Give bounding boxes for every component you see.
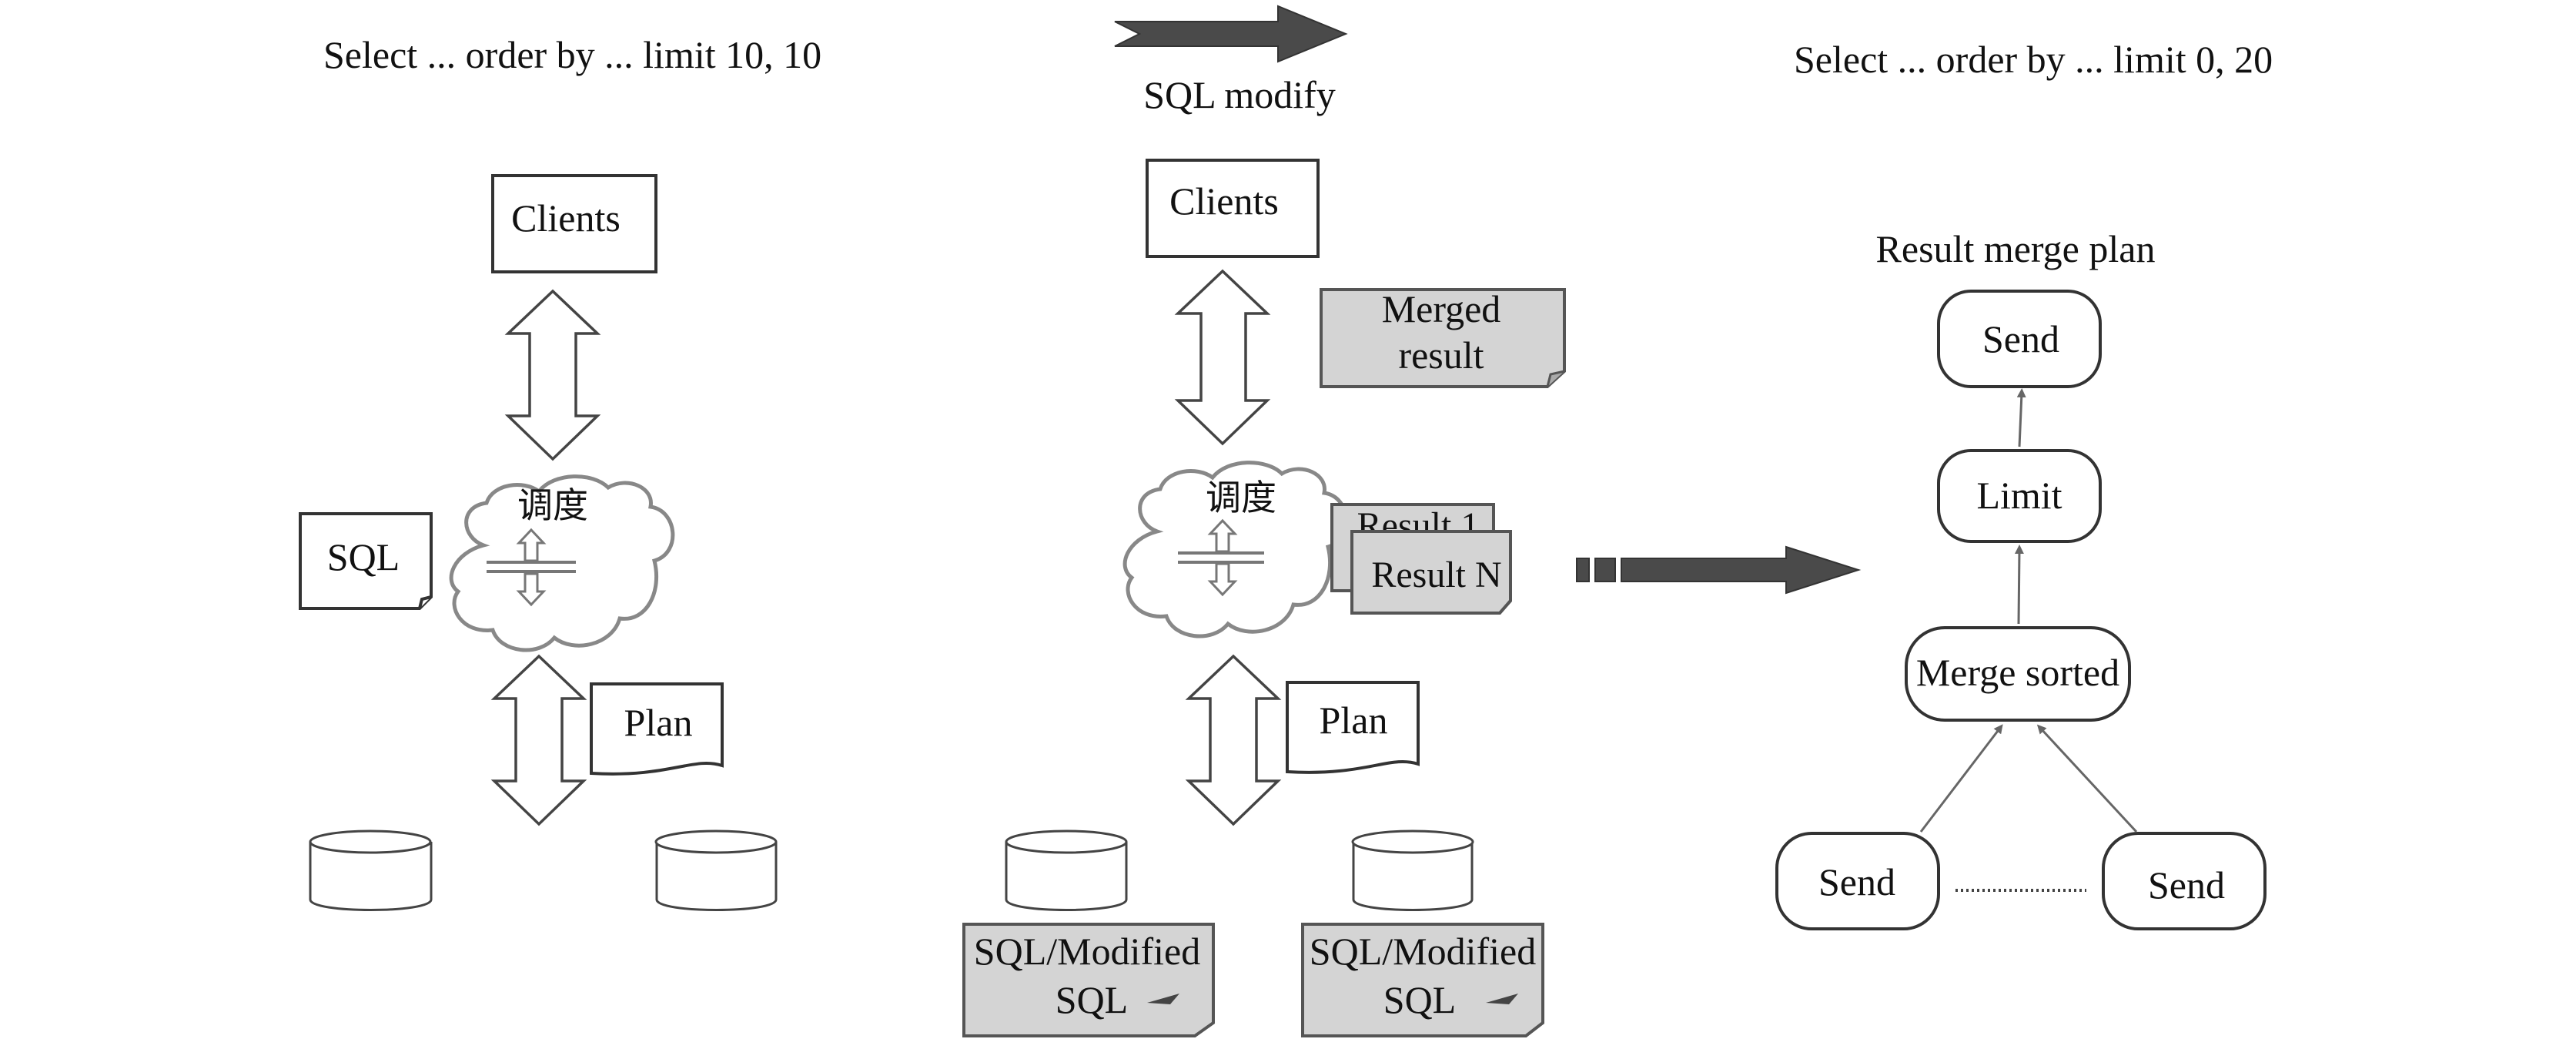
edge-limit-to-send: [2016, 388, 2026, 447]
plan-node-send-left: Send: [1775, 832, 1940, 930]
plan-node-limit-label: Limit: [1976, 474, 2062, 517]
middle-plan-doc-label: Plan: [1320, 699, 1388, 742]
merge-plan-title: Result merge plan: [1876, 227, 2156, 270]
to-merge-plan-arrow: [1576, 545, 1862, 595]
modified-sql-document-1: SQL/Modified SQL: [962, 923, 1215, 1037]
left-sql-doc-label: SQL: [327, 535, 400, 578]
middle-clients-label: Clients: [1169, 179, 1279, 223]
edge-send-right-to-merge: [2036, 724, 2138, 833]
edge-send-left-to-merge: [1919, 724, 2003, 833]
plan-node-merge-sorted: Merge sorted: [1905, 626, 2131, 722]
pen-icon: [1486, 994, 1518, 1004]
middle-scheduler-label: 调度: [1206, 477, 1276, 518]
middle-database-2: [1351, 829, 1474, 911]
plan-node-merge-sorted-label: Merge sorted: [1916, 651, 2119, 694]
left-plan-document: Plan: [590, 682, 724, 776]
modified-sql-2-line2: SQL: [1383, 978, 1456, 1021]
left-scheduler-label: 调度: [517, 484, 588, 526]
middle-clients-box: Clients: [1146, 159, 1320, 258]
plan-node-send-top-label: Send: [1982, 317, 2059, 360]
left-sql-statement: Select ... order by ... limit 10, 10: [323, 33, 821, 76]
plan-node-send-right: Send: [2102, 832, 2267, 930]
modified-sql-1-line1: SQL/Modified: [974, 930, 1200, 973]
pen-icon: [1147, 994, 1179, 1004]
modified-sql-2-line1: SQL/Modified: [1310, 930, 1536, 973]
plan-node-send-top: Send: [1937, 290, 2102, 388]
modified-sql-document-2: SQL/Modified SQL: [1301, 923, 1544, 1037]
plan-node-send-left-label: Send: [1818, 860, 1895, 903]
left-database-1: [309, 829, 433, 911]
merged-result-label-1: Merged: [1382, 287, 1501, 330]
plan-node-limit: Limit: [1937, 449, 2102, 543]
left-sql-document: SQL: [299, 512, 433, 610]
modified-sql-1-line2: SQL: [1055, 978, 1128, 1021]
left-scheduler-icon: [487, 528, 576, 607]
merged-result-label-2: result: [1398, 333, 1484, 377]
left-double-arrow-top: [504, 289, 601, 461]
middle-scheduler-cloud: 调度: [1122, 461, 1349, 638]
plan-node-send-right-label: Send: [2148, 863, 2225, 907]
sql-modify-label: SQL modify: [1143, 73, 1336, 116]
right-sql-statement: Select ... order by ... limit 0, 20: [1794, 38, 2273, 81]
middle-database-1: [1005, 829, 1128, 911]
result-n-label: Result N: [1371, 555, 1501, 595]
merged-result-document: Merged result: [1320, 287, 1566, 388]
left-clients-label: Clients: [511, 196, 621, 240]
left-scheduler-cloud: 调度: [449, 474, 675, 652]
left-plan-doc-label: Plan: [624, 701, 693, 744]
left-clients-box: Clients: [491, 174, 657, 273]
left-database-2: [654, 829, 778, 911]
sql-modify-arrow: [1114, 5, 1348, 63]
middle-double-arrow-top: [1174, 269, 1271, 446]
result-n-front: Result N: [1350, 530, 1512, 615]
middle-plan-document: Plan: [1286, 681, 1420, 774]
middle-scheduler-icon: [1178, 518, 1264, 597]
middle-double-arrow-bottom: [1185, 654, 1282, 826]
left-double-arrow-bottom: [490, 654, 587, 826]
